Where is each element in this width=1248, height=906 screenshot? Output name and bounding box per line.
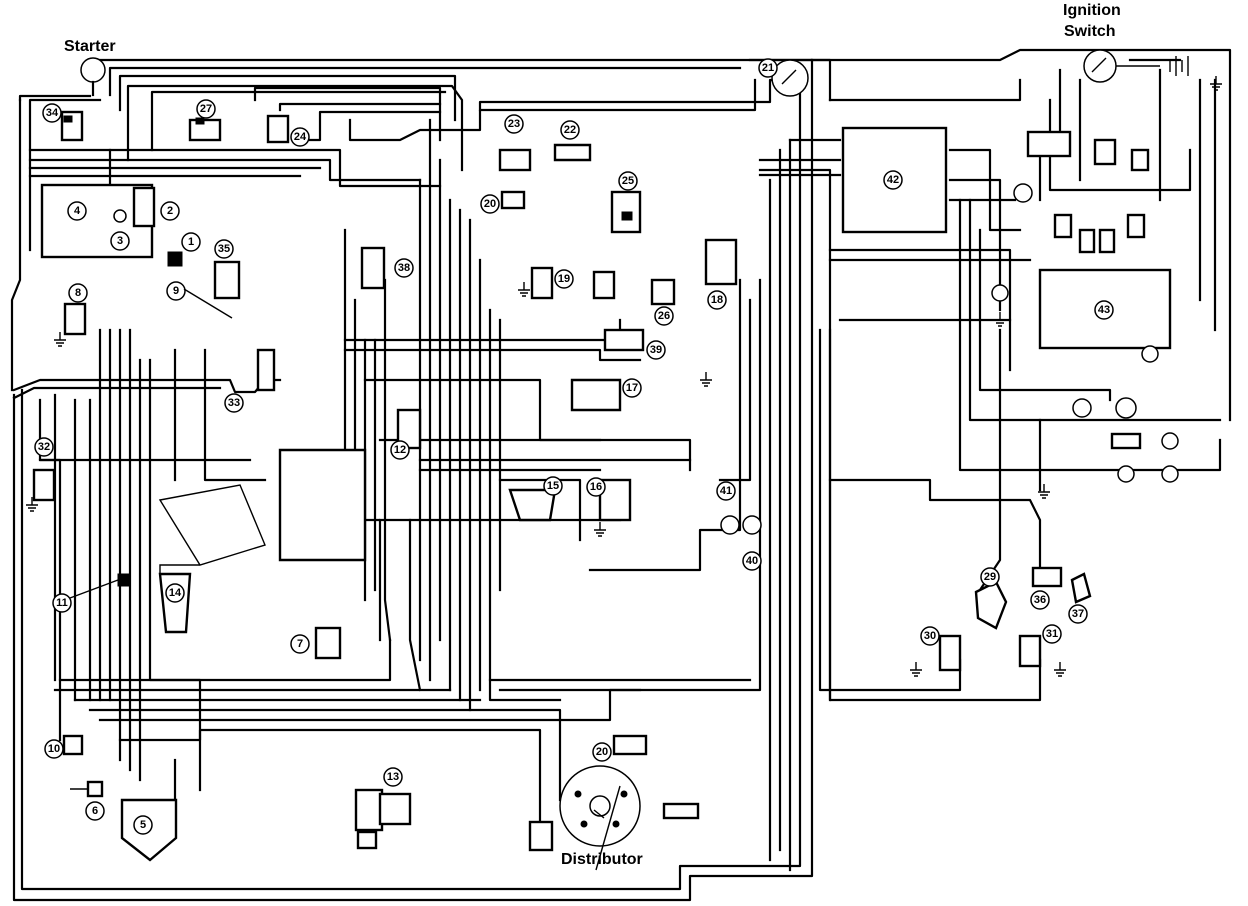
callout-7: 7	[290, 634, 310, 654]
ignition-switch-label-line1: Ignition	[1063, 2, 1121, 19]
callout-43: 43	[1094, 300, 1114, 320]
svg-text:33: 33	[228, 397, 240, 409]
callout-24: 24	[290, 127, 310, 147]
callout-18: 18	[707, 290, 727, 310]
svg-text:37: 37	[1072, 608, 1084, 620]
svg-text:23: 23	[508, 118, 520, 130]
callout-36: 36	[1030, 590, 1050, 610]
callout-10: 10	[44, 739, 64, 759]
callout-15: 15	[543, 476, 563, 496]
distributor-label: Distributor	[561, 851, 643, 868]
callout-38: 38	[394, 258, 414, 278]
callout-25: 25	[618, 171, 638, 191]
svg-text:3: 3	[117, 235, 123, 247]
svg-text:1: 1	[188, 236, 194, 248]
svg-text:35: 35	[218, 243, 230, 255]
svg-text:20: 20	[596, 746, 608, 758]
callout-16: 16	[586, 477, 606, 497]
svg-text:40: 40	[746, 555, 758, 567]
svg-text:19: 19	[558, 273, 570, 285]
svg-text:31: 31	[1046, 628, 1058, 640]
svg-text:10: 10	[48, 743, 60, 755]
callout-26: 26	[654, 306, 674, 326]
svg-text:6: 6	[92, 805, 98, 817]
callout-12: 12	[390, 440, 410, 460]
wire-harness	[10, 48, 1232, 902]
callout-23: 23	[504, 114, 524, 134]
svg-text:9: 9	[173, 285, 179, 297]
callout-20a: 20	[480, 194, 500, 214]
callout-11: 11	[52, 593, 72, 613]
svg-text:41: 41	[720, 485, 732, 497]
callout-19: 19	[554, 269, 574, 289]
callout-21: 21	[758, 58, 778, 78]
svg-text:8: 8	[75, 287, 81, 299]
callout-9: 9	[166, 281, 186, 301]
svg-text:24: 24	[294, 131, 307, 143]
svg-text:34: 34	[46, 107, 59, 119]
svg-text:12: 12	[394, 444, 406, 456]
callout-13: 13	[383, 767, 403, 787]
callout-2: 2	[160, 201, 180, 221]
starter-motor	[80, 57, 106, 97]
svg-text:22: 22	[564, 124, 576, 136]
callout-14: 14	[165, 583, 185, 603]
leader-lines	[69, 288, 605, 819]
callout-32: 32	[34, 437, 54, 457]
svg-text:15: 15	[547, 480, 559, 492]
callout-34: 34	[42, 103, 62, 123]
callout-29: 29	[980, 567, 1000, 587]
callout-1: 1	[181, 232, 201, 252]
svg-text:36: 36	[1034, 594, 1046, 606]
svg-text:16: 16	[590, 481, 602, 493]
callout-35: 35	[214, 239, 234, 259]
svg-text:7: 7	[297, 638, 303, 650]
svg-text:25: 25	[622, 175, 634, 187]
callout-8: 8	[68, 283, 88, 303]
callout-42: 42	[883, 170, 903, 190]
svg-text:26: 26	[658, 310, 670, 322]
svg-text:27: 27	[200, 103, 212, 115]
callout-31: 31	[1042, 624, 1062, 644]
callout-27: 27	[196, 99, 216, 119]
callout-37: 37	[1068, 604, 1088, 624]
callout-39: 39	[646, 340, 666, 360]
ground-symbols	[26, 76, 1222, 677]
svg-text:43: 43	[1098, 304, 1110, 316]
component-callouts: 1 2 3 4 5 6 7 8 9 10 11 12 13 14 15 16 1…	[34, 58, 1114, 835]
ignition-switch-label-line2: Switch	[1064, 23, 1116, 40]
svg-text:2: 2	[167, 205, 173, 217]
svg-text:39: 39	[650, 344, 662, 356]
svg-text:21: 21	[762, 62, 774, 74]
svg-text:4: 4	[74, 205, 81, 217]
svg-text:42: 42	[887, 174, 899, 186]
svg-text:13: 13	[387, 771, 399, 783]
callout-30: 30	[920, 626, 940, 646]
svg-text:11: 11	[56, 597, 68, 609]
callout-5: 5	[133, 815, 153, 835]
svg-text:30: 30	[924, 630, 936, 642]
callout-22: 22	[560, 120, 580, 140]
callout-40: 40	[742, 551, 762, 571]
starter-label: Starter	[64, 38, 116, 55]
callout-33: 33	[224, 393, 244, 413]
svg-text:5: 5	[140, 819, 146, 831]
callout-6: 6	[85, 801, 105, 821]
svg-text:20: 20	[484, 198, 496, 210]
svg-text:29: 29	[984, 571, 996, 583]
callout-17: 17	[622, 378, 642, 398]
callout-4: 4	[67, 201, 87, 221]
callout-3: 3	[110, 231, 130, 251]
svg-text:32: 32	[38, 441, 50, 453]
svg-text:18: 18	[711, 294, 723, 306]
svg-text:17: 17	[626, 382, 638, 394]
callout-41: 41	[716, 481, 736, 501]
svg-text:14: 14	[169, 587, 182, 599]
svg-text:38: 38	[398, 262, 410, 274]
callout-20b: 20	[592, 742, 612, 762]
